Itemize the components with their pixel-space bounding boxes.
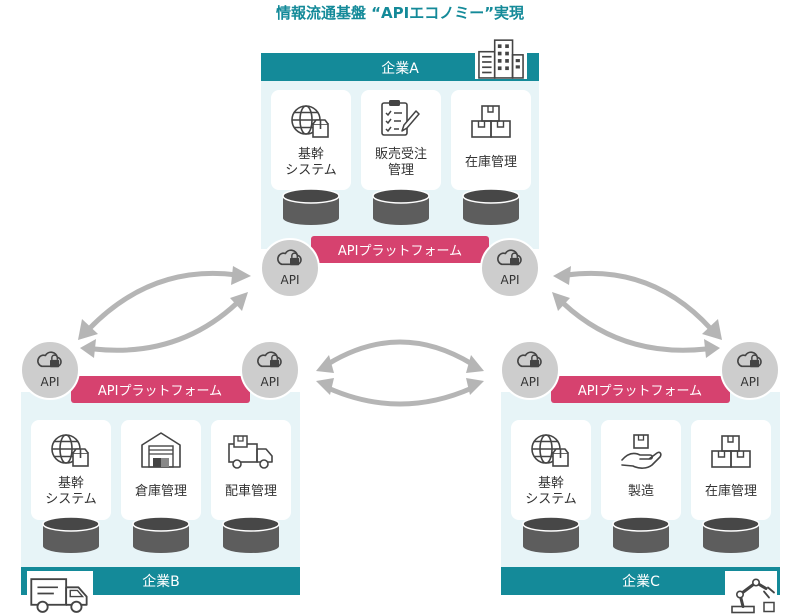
- connection-arrows: [78, 266, 722, 407]
- system-label: システム: [285, 163, 337, 178]
- company-c-name: 企業C: [622, 573, 660, 590]
- api-label: API: [501, 273, 520, 287]
- api-label: API: [261, 375, 280, 389]
- system-label: 倉庫管理: [135, 484, 187, 499]
- company-b: 企業B APIプラットフォーム 基幹 システム 倉庫管理 配車管理: [20, 340, 300, 615]
- system-label: 販売受注: [375, 146, 427, 162]
- company-a-name: 企業A: [381, 60, 419, 77]
- system-label: システム: [525, 492, 577, 507]
- arrow-b-c-upper: [316, 339, 484, 373]
- company-b-system-3[interactable]: 配車管理: [211, 420, 291, 520]
- company-b-database-1: [42, 516, 100, 553]
- company-b-system-2[interactable]: 倉庫管理: [121, 420, 201, 520]
- company-c-api-right[interactable]: API: [720, 340, 780, 400]
- company-a-system-3[interactable]: 在庫管理: [451, 90, 531, 190]
- system-label: 基幹: [298, 146, 324, 162]
- company-c-system-2[interactable]: 製造: [601, 420, 681, 520]
- company-a: 企業A 基幹 システム 販売受注 管理 在庫管理: [260, 36, 540, 298]
- company-c-api-left[interactable]: API: [500, 340, 560, 400]
- company-a-platform-label: APIプラットフォーム: [338, 244, 462, 259]
- system-label: 配車管理: [225, 484, 277, 499]
- company-a-api-left[interactable]: API: [260, 238, 320, 298]
- company-c-database-2: [612, 516, 670, 553]
- company-b-api-left[interactable]: API: [20, 340, 80, 400]
- company-c-platform-bar: [551, 376, 730, 403]
- company-c: 企業C APIプラットフォーム 基幹 システム 製造 在庫管理: [500, 340, 780, 615]
- company-a-system-1[interactable]: 基幹 システム: [271, 90, 351, 190]
- company-b-api-right[interactable]: API: [240, 340, 300, 400]
- company-c-system-3[interactable]: 在庫管理: [691, 420, 771, 520]
- company-a-database-3: [462, 188, 520, 225]
- company-b-database-2: [132, 516, 190, 553]
- company-b-name: 企業B: [142, 573, 180, 590]
- system-label: 在庫管理: [705, 484, 757, 499]
- api-label: API: [41, 375, 60, 389]
- company-a-api-right[interactable]: API: [480, 238, 540, 298]
- company-c-system-1[interactable]: 基幹 システム: [511, 420, 591, 520]
- system-label: 基幹: [58, 475, 84, 491]
- system-label: 基幹: [538, 475, 564, 491]
- company-a-system-2[interactable]: 販売受注 管理: [361, 90, 441, 190]
- company-b-database-3: [222, 516, 280, 553]
- company-c-database-3: [702, 516, 760, 553]
- arrow-a-b-outer: [78, 266, 251, 340]
- company-a-database-1: [282, 188, 340, 225]
- company-b-platform-bar: [71, 376, 250, 403]
- company-b-system-1[interactable]: 基幹 システム: [31, 420, 111, 520]
- company-c-platform-label: APIプラットフォーム: [578, 384, 702, 399]
- system-label: 在庫管理: [465, 155, 517, 170]
- api-label: API: [741, 375, 760, 389]
- api-label: API: [281, 273, 300, 287]
- company-c-database-1: [522, 516, 580, 553]
- system-label: 管理: [388, 163, 414, 178]
- system-label: 製造: [628, 484, 654, 499]
- company-a-database-2: [372, 188, 430, 225]
- company-b-platform-label: APIプラットフォーム: [98, 384, 222, 399]
- diagram-title: 情報流通基盤 “APIエコノミー”実現: [276, 4, 524, 22]
- arrow-b-c-lower: [316, 378, 484, 407]
- system-label: システム: [45, 492, 97, 507]
- api-label: API: [521, 375, 540, 389]
- arrow-a-c-inner: [552, 292, 720, 358]
- company-a-platform-bar: [311, 236, 489, 263]
- arrow-a-c-outer: [553, 266, 722, 340]
- arrow-a-b-inner: [80, 292, 248, 358]
